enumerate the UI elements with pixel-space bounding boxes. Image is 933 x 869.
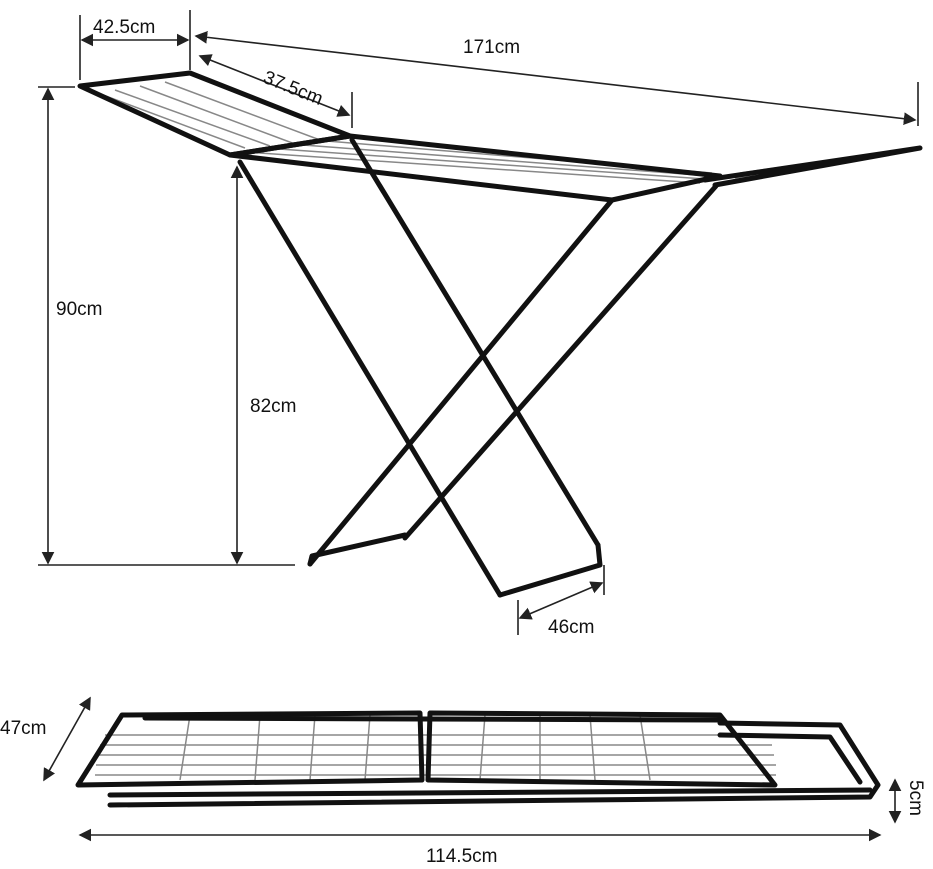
- label-base-depth: 46cm: [548, 617, 594, 638]
- label-total-height: 90cm: [56, 299, 102, 320]
- label-folded-width: 47cm: [0, 718, 46, 739]
- rack-frame: [77, 70, 923, 598]
- folded-wires: [95, 714, 776, 781]
- label-folded-length: 114.5cm: [426, 846, 497, 867]
- label-folded-thickness: 5cm: [905, 780, 926, 816]
- unfolded-rack: [77, 70, 923, 598]
- label-total-length: 171cm: [463, 37, 520, 58]
- dimension-lines: [38, 10, 919, 842]
- label-rack-height: 82cm: [250, 396, 296, 417]
- folded-rack: [75, 710, 881, 808]
- label-wing-width: 42.5cm: [93, 17, 155, 38]
